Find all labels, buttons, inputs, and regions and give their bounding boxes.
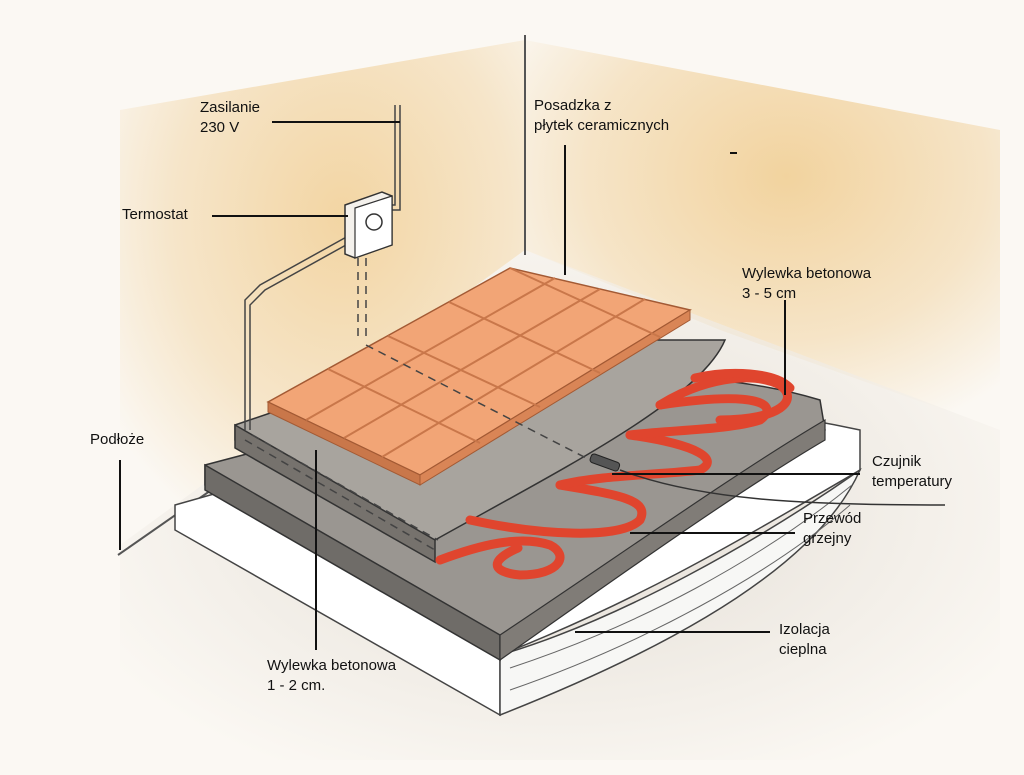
label-wylewka-bottom: Wylewka betonowa 1 - 2 cm. xyxy=(267,657,397,694)
heating-cable xyxy=(435,368,795,580)
label-czujnik: Czujnik temperatury xyxy=(872,453,953,490)
thermostat-icon xyxy=(344,191,393,259)
leader-lines xyxy=(119,121,860,650)
ceramic-tile-floor xyxy=(266,267,692,486)
right-wall xyxy=(525,40,1000,430)
left-wall xyxy=(120,40,525,545)
label-izolacja: Izolacja cieplna xyxy=(779,621,830,658)
tile-grout xyxy=(305,267,661,458)
label-zasilanie: Zasilanie 230 V xyxy=(200,99,261,136)
label-posadzka: Posadzka z płytek ceramicznych xyxy=(534,97,670,134)
label-podloze: Podłoże xyxy=(90,431,145,448)
label-wylewka-top: Wylewka betonowa 3 - 5 cm xyxy=(742,265,872,302)
label-termostat: Termostat xyxy=(122,206,188,223)
temperature-sensor-icon xyxy=(589,453,946,506)
label-przewod: Przewód grzejny xyxy=(803,510,862,547)
